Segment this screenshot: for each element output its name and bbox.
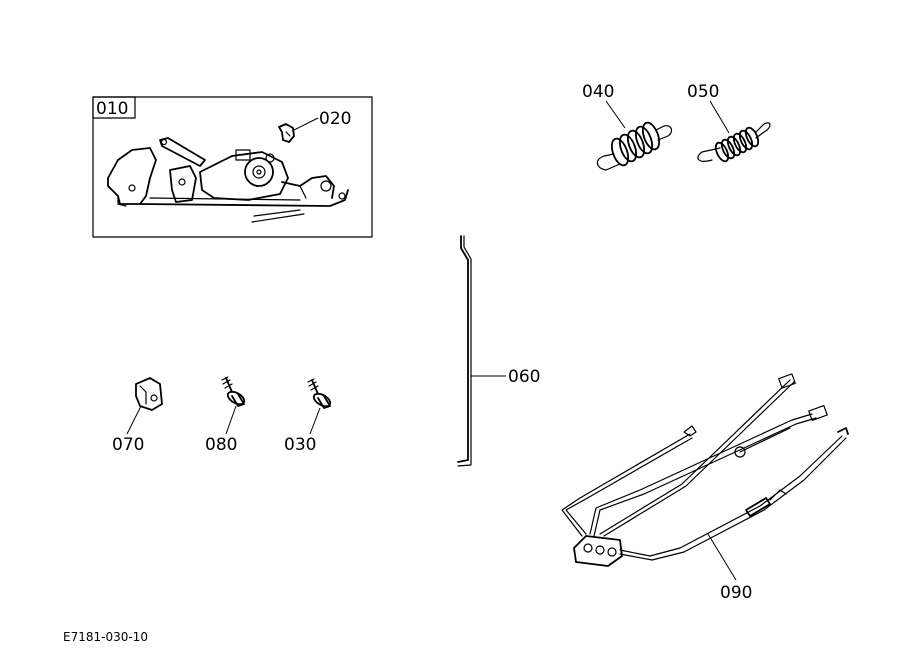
part-020-clip[interactable]: 020 (278, 109, 351, 143)
part-040-spring[interactable]: 040 (582, 82, 673, 171)
part-060-rod[interactable]: 060 (457, 235, 540, 467)
part-080-bolt[interactable]: 080 (205, 376, 246, 455)
part-070-clip[interactable]: 070 (112, 377, 163, 455)
part-010-assembly[interactable]: 010 (92, 96, 373, 238)
part-label-050: 050 (687, 82, 719, 102)
drawing-code: E7181-030-10 (63, 630, 148, 644)
part-label-040: 040 (582, 82, 614, 102)
part-050-spring[interactable]: 050 (687, 82, 771, 163)
lever-assembly-drawing (107, 137, 349, 223)
part-label-020: 020 (319, 109, 351, 129)
part-030-bolt[interactable]: 030 (284, 378, 332, 455)
part-090-wire-harness[interactable]: 090 (561, 373, 849, 603)
part-label-090: 090 (720, 583, 752, 603)
part-label-070: 070 (112, 435, 144, 455)
part-label-010: 010 (96, 99, 128, 119)
part-label-060: 060 (508, 367, 540, 387)
part-label-030: 030 (284, 435, 316, 455)
part-label-080: 080 (205, 435, 237, 455)
